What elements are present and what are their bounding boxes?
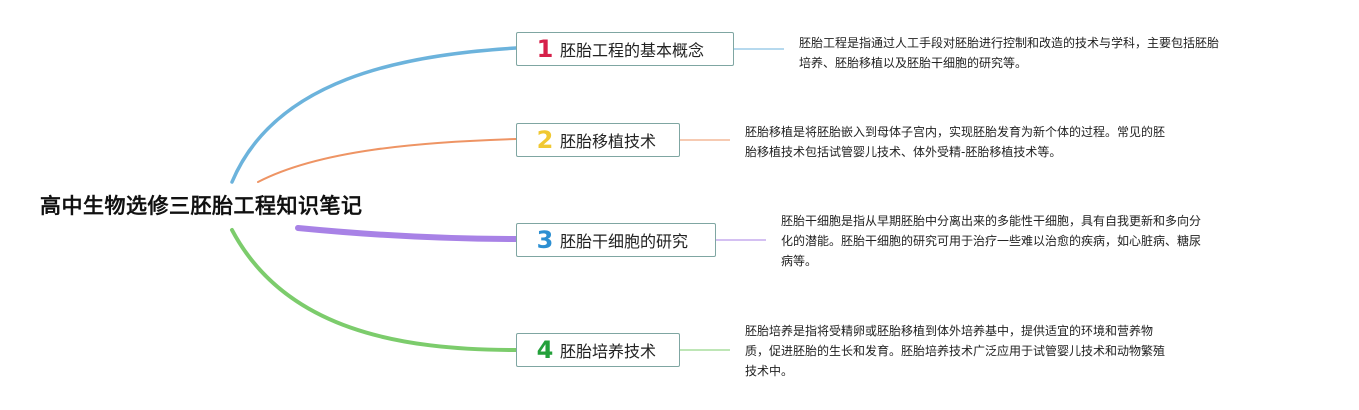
detail-line: 胚胎工程是指通过人工手段对胚胎进行控制和改造的技术与学科，主要包括胚胎 — [799, 36, 1220, 50]
detail-line: 化的潜能。胚胎干细胞的研究可用于治疗一些难以治愈的疾病，如心脏病、糖尿 — [781, 234, 1202, 248]
topic-label-1: 胚胎工程的基本概念 — [560, 41, 705, 60]
detail-note-1: 胚胎工程是指通过人工手段对胚胎进行控制和改造的技术与学科，主要包括胚胎 培养、胚… — [799, 33, 1319, 73]
topic-label-3: 胚胎干细胞的研究 — [560, 232, 689, 251]
detail-line: 技术中。 — [745, 364, 794, 378]
topic-node-1[interactable]: 1 胚胎工程的基本概念 — [516, 32, 734, 66]
detail-note-2: 胚胎移植是将胚胎嵌入到母体子宫内，实现胚胎发育为新个体的过程。常见的胚 胎移植技… — [745, 122, 1265, 162]
detail-line: 胎移植技术包括试管婴儿技术、体外受精-胚胎移植技术等。 — [745, 145, 1062, 159]
branch-line-2 — [257, 138, 517, 183]
topic-number-3: 3 — [536, 226, 554, 254]
topic-node-4[interactable]: 4 胚胎培养技术 — [516, 333, 680, 367]
detail-line: 培养、胚胎移植以及胚胎干细胞的研究等。 — [799, 56, 1028, 70]
topic-node-2[interactable]: 2 胚胎移植技术 — [516, 123, 680, 157]
detail-line: 胚胎培养是指将受精卵或胚胎移植到体外培养基中，提供适宜的环境和营养物 — [745, 324, 1154, 338]
detail-line: 胚胎移植是将胚胎嵌入到母体子宫内，实现胚胎发育为新个体的过程。常见的胚 — [745, 125, 1166, 139]
topic-node-3[interactable]: 3 胚胎干细胞的研究 — [516, 223, 716, 257]
detail-line: 质，促进胚胎的生长和发育。胚胎培养技术广泛应用于试管婴儿技术和动物繁殖 — [745, 344, 1166, 358]
branch-line-3 — [295, 225, 519, 242]
detail-note-4: 胚胎培养是指将受精卵或胚胎移植到体外培养基中，提供适宜的环境和营养物 质，促进胚… — [745, 321, 1265, 381]
branch-line-4 — [230, 228, 518, 352]
topic-number-1: 1 — [536, 35, 554, 63]
root-topic-title[interactable]: 高中生物选修三胚胎工程知识笔记 — [40, 194, 363, 218]
detail-line: 胚胎干细胞是指从早期胚胎中分离出来的多能性干细胞，具有自我更新和多向分 — [781, 214, 1202, 228]
detail-line: 病等。 — [781, 254, 818, 268]
branch-line-1 — [230, 46, 518, 184]
detail-note-3: 胚胎干细胞是指从早期胚胎中分离出来的多能性干细胞，具有自我更新和多向分 化的潜能… — [781, 211, 1301, 271]
topic-number-4: 4 — [536, 336, 554, 364]
topic-number-2: 2 — [536, 126, 554, 154]
topic-label-4: 胚胎培养技术 — [560, 342, 657, 361]
topic-label-2: 胚胎移植技术 — [560, 132, 657, 151]
